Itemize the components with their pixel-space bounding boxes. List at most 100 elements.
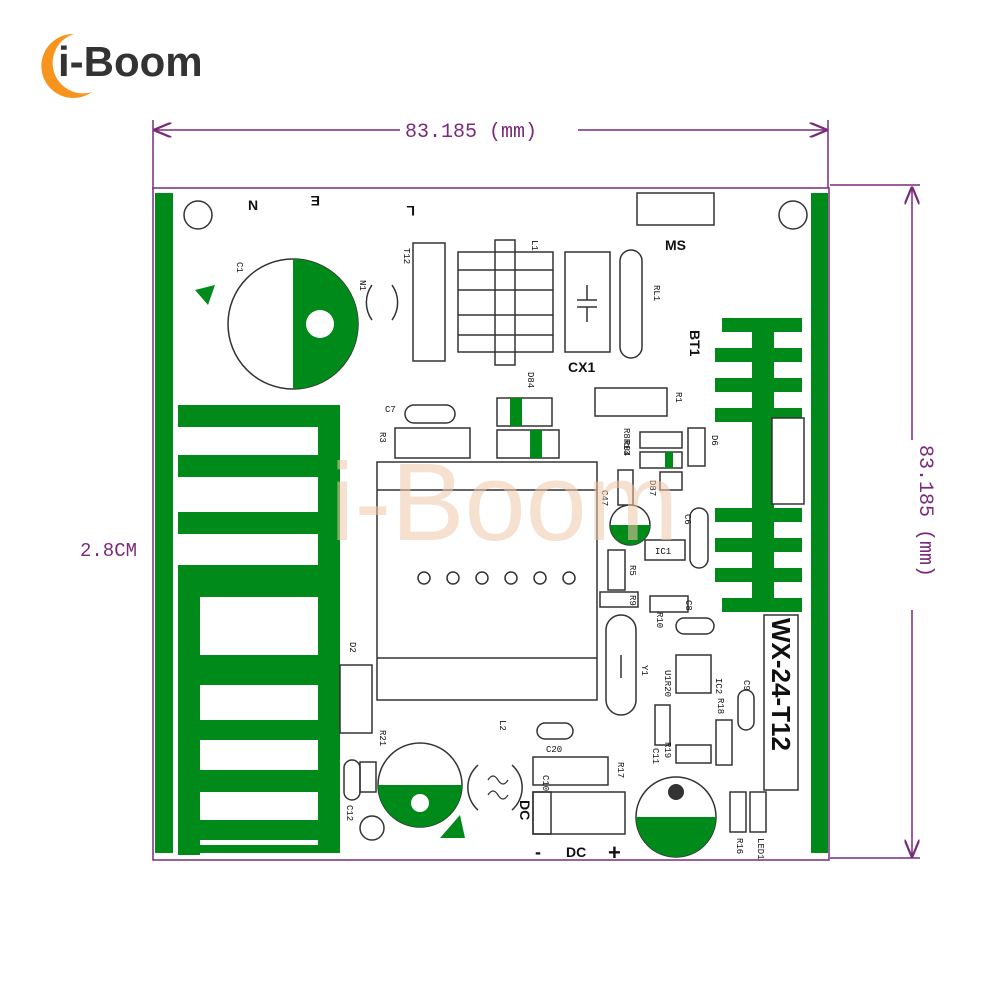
width-label: 83.185 (mm) bbox=[405, 121, 537, 144]
svg-text:C6: C6 bbox=[682, 514, 692, 525]
resistor-r3 bbox=[394, 427, 471, 459]
svg-text:C47: C47 bbox=[599, 490, 609, 506]
svg-text:R19: R19 bbox=[662, 742, 672, 758]
diode-d6 bbox=[687, 427, 706, 467]
svg-text:C11: C11 bbox=[650, 748, 660, 764]
right-dimension bbox=[830, 184, 920, 859]
model-label: WX-24-T12 bbox=[766, 618, 796, 751]
capacitor-lower-right bbox=[635, 776, 717, 858]
svg-text:R04: R04 bbox=[621, 440, 631, 456]
svg-text:C1: C1 bbox=[234, 262, 244, 273]
svg-text:LED1: LED1 bbox=[755, 838, 765, 860]
terminal-n: N bbox=[248, 197, 258, 213]
led-led1 bbox=[749, 791, 767, 833]
resistor-r5 bbox=[607, 549, 626, 591]
bt1-comb bbox=[715, 318, 802, 612]
svg-text:IC2: IC2 bbox=[713, 678, 723, 694]
transformer bbox=[376, 461, 598, 701]
warning-triangle-icon bbox=[195, 285, 215, 305]
svg-text:MS: MS bbox=[665, 237, 686, 253]
left-rail bbox=[155, 193, 173, 853]
resistor-r17 bbox=[532, 756, 609, 786]
warning-triangle-icon-2 bbox=[440, 815, 465, 838]
mount-hole-tr bbox=[778, 200, 808, 230]
chip-ic1 bbox=[644, 539, 686, 561]
svg-text:D84: D84 bbox=[525, 372, 535, 388]
diode-d84 bbox=[496, 397, 553, 427]
capacitor-c6 bbox=[689, 507, 709, 569]
crystal-y1 bbox=[605, 614, 637, 716]
svg-text:CX1: CX1 bbox=[568, 359, 595, 375]
brand-logo bbox=[30, 30, 230, 100]
svg-text:R16: R16 bbox=[734, 838, 744, 854]
svg-text:U1R20: U1R20 bbox=[662, 670, 672, 697]
dc-minus: - bbox=[535, 842, 541, 862]
inductor-l2 bbox=[467, 764, 479, 811]
height-label: 83.185 (mm) bbox=[913, 445, 936, 577]
svg-text:L1: L1 bbox=[529, 240, 539, 251]
bt1-slot bbox=[771, 417, 805, 505]
capacitor-cx1 bbox=[564, 251, 611, 353]
svg-text:D2: D2 bbox=[347, 642, 357, 653]
resistor-r1 bbox=[594, 387, 668, 417]
svg-text:C20: C20 bbox=[546, 745, 562, 755]
capacitor-c7 bbox=[404, 404, 456, 424]
left-comb bbox=[178, 405, 340, 855]
svg-text:Y1: Y1 bbox=[639, 665, 649, 676]
svg-text:N1: N1 bbox=[357, 280, 367, 291]
terminal-e: E bbox=[311, 193, 320, 209]
svg-text:C9: C9 bbox=[741, 680, 751, 691]
svg-text:R9: R9 bbox=[627, 595, 637, 606]
svg-text:R17: R17 bbox=[615, 762, 625, 778]
brand-name: i-Boom bbox=[58, 38, 203, 85]
svg-text:R1: R1 bbox=[673, 392, 683, 403]
svg-text:BT1: BT1 bbox=[687, 330, 703, 357]
svg-text:R21: R21 bbox=[377, 730, 387, 746]
fuse-t12 bbox=[412, 242, 446, 362]
dc-label-side: DC bbox=[517, 800, 533, 820]
top-dimension bbox=[152, 120, 829, 190]
svg-text:C12: C12 bbox=[344, 805, 354, 821]
relay-rl1 bbox=[619, 249, 643, 359]
capacitor-c1 bbox=[227, 258, 359, 390]
side-label: 2.8CM bbox=[80, 540, 137, 562]
mount-hole-bl bbox=[359, 815, 385, 841]
model-label-box bbox=[763, 614, 799, 791]
varistor-n1 bbox=[365, 284, 373, 321]
inductor-l1 bbox=[457, 239, 554, 366]
resistor-r10 bbox=[649, 595, 689, 613]
svg-text:D87: D87 bbox=[647, 480, 657, 496]
resistor-r9 bbox=[599, 591, 639, 608]
capacitor-c8 bbox=[675, 617, 715, 635]
watermark-text: i-Boom bbox=[330, 441, 678, 564]
svg-text:IC1: IC1 bbox=[655, 547, 671, 557]
svg-text:D6: D6 bbox=[709, 435, 719, 446]
resistor-r18 bbox=[715, 719, 733, 766]
terminal-l: L bbox=[406, 203, 415, 219]
resistor-r16 bbox=[729, 791, 747, 833]
svg-text:T12: T12 bbox=[401, 248, 411, 264]
switch-ms bbox=[636, 192, 715, 226]
svg-text:R10: R10 bbox=[654, 612, 664, 628]
svg-text:RL1: RL1 bbox=[651, 285, 661, 301]
resistor-r19 bbox=[675, 744, 712, 764]
right-rail bbox=[811, 193, 828, 853]
svg-text:R5: R5 bbox=[627, 565, 637, 576]
svg-text:C7: C7 bbox=[385, 405, 396, 415]
svg-text:R8R13: R8R13 bbox=[621, 428, 631, 455]
capacitor-c20 bbox=[536, 722, 574, 740]
capacitor-c9 bbox=[737, 689, 755, 731]
dc-plus: + bbox=[608, 840, 621, 865]
capacitor-lower-left bbox=[377, 742, 463, 828]
mount-hole-tl bbox=[183, 200, 213, 230]
svg-text:R18: R18 bbox=[715, 698, 725, 714]
svg-text:C8: C8 bbox=[683, 600, 693, 611]
svg-text:C10: C10 bbox=[540, 775, 550, 791]
dc-label: DC bbox=[566, 844, 586, 860]
diode-d2 bbox=[339, 664, 373, 734]
brand-swoosh-icon bbox=[41, 33, 92, 98]
svg-text:L2: L2 bbox=[497, 720, 507, 731]
chip-ic2 bbox=[675, 654, 712, 694]
